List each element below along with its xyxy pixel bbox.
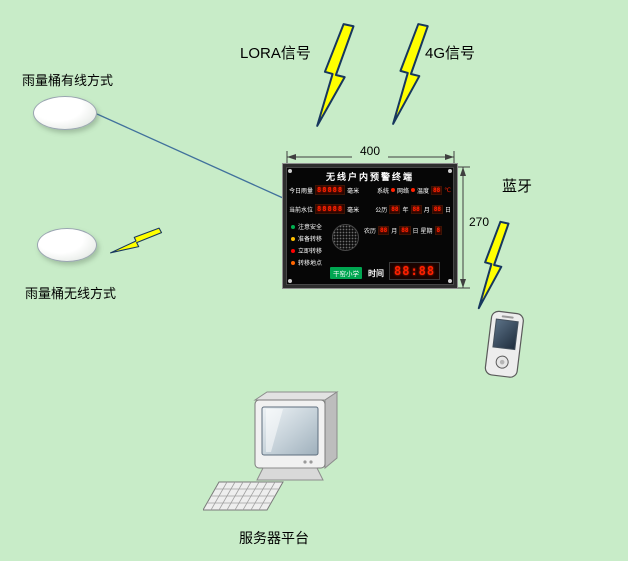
- panel-height-dimension: 270: [466, 215, 493, 229]
- year-unit: 年: [402, 207, 409, 214]
- monitor-top-face: [253, 391, 339, 401]
- panel-row-lunar: 农历 88 月 88 日 星期 8: [364, 226, 443, 235]
- warning-dot: [291, 260, 295, 265]
- warning-item: 注意安全: [291, 222, 322, 231]
- warning-item: 准备转移: [291, 234, 322, 243]
- connector-line: [96, 113, 284, 199]
- temp-unit: ℃: [444, 187, 451, 194]
- monitor-front: [254, 399, 326, 469]
- lunar-day-display: 88: [399, 226, 411, 235]
- time-label: 时间: [368, 269, 384, 278]
- warning-list: 注意安全 准备转移 立即转移 转移地点: [291, 222, 322, 267]
- g4-signal-label: 4G信号: [425, 45, 476, 62]
- screw-icon: [448, 279, 452, 283]
- lunar-month-display: 88: [378, 226, 390, 235]
- water-unit: 毫米: [347, 207, 360, 214]
- rain-bucket-wired-shape: [33, 96, 97, 130]
- lora-lightning-icon: [315, 22, 359, 128]
- server-computer-icon: [203, 391, 339, 511]
- lunar-day-unit: 日: [412, 229, 419, 235]
- monitor-base: [256, 467, 324, 481]
- temp-display: 88: [431, 185, 443, 195]
- system-status-dot: [390, 188, 395, 192]
- warning-label: 准备转移: [298, 237, 323, 243]
- warning-terminal-panel: 无线户内预警终端 今日雨量 88888 毫米 系统 网络 温度 88 ℃ 当前水…: [283, 164, 457, 288]
- rain-bucket-wireless-shape: [37, 228, 97, 262]
- warning-dot: [291, 224, 295, 229]
- system-label: 系统: [376, 188, 389, 195]
- week-label: 星期: [420, 229, 433, 235]
- panel-row-water: 当前水位 88888 毫米 公历 88 年 88 月 88 日: [289, 204, 451, 214]
- warning-label: 注意安全: [298, 225, 323, 231]
- rain-bucket-wired-label: 雨量桶有线方式: [22, 73, 114, 88]
- wireless-lightning-wrap: [109, 217, 165, 270]
- day-unit: 日: [444, 207, 451, 214]
- screw-icon: [288, 279, 292, 283]
- bluetooth-lightning-icon: [477, 220, 513, 310]
- g4-lightning-icon: [391, 22, 433, 126]
- temp-label: 温度: [417, 188, 430, 195]
- screw-icon: [288, 169, 292, 173]
- month-display: 88: [410, 204, 422, 214]
- warning-dot: [291, 248, 295, 253]
- panel-title: 无线户内预警终端: [325, 172, 414, 182]
- panel-width-dimension: 400: [352, 144, 388, 158]
- school-name-badge: 干窑小学: [330, 267, 362, 279]
- solar-calendar-label: 公历: [375, 207, 388, 214]
- rain-bucket-wireless-label: 雨量桶无线方式: [25, 286, 117, 301]
- water-label: 当前水位: [289, 207, 314, 214]
- wireless-lightning-icon: [109, 217, 165, 270]
- network-label: 网络: [396, 188, 409, 195]
- screw-icon: [448, 169, 452, 173]
- lora-signal-label: LORA信号: [240, 45, 311, 62]
- speaker-icon: [332, 224, 359, 251]
- month-unit: 月: [423, 207, 430, 214]
- clock-display: 88:88: [389, 262, 441, 280]
- water-display: 88888: [315, 204, 346, 214]
- rain-label: 今日雨量: [289, 188, 314, 195]
- lunar-month-unit: 月: [391, 229, 398, 235]
- rain-unit: 毫米: [347, 188, 360, 195]
- year-display: 88: [389, 204, 401, 214]
- network-status-dot: [411, 188, 415, 192]
- monitor-screen: [261, 406, 319, 456]
- warning-label: 立即转移: [298, 249, 323, 255]
- keyboard: [203, 481, 284, 511]
- lunar-label: 农历: [364, 229, 377, 235]
- warning-label: 转移地点: [298, 261, 323, 267]
- mobile-phone-icon: [484, 310, 524, 378]
- monitor-side-face: [324, 391, 338, 470]
- warning-item: 立即转移: [291, 246, 322, 255]
- warning-dot: [291, 236, 295, 241]
- week-display: 8: [434, 226, 443, 235]
- bluetooth-label: 蓝牙: [502, 178, 533, 195]
- server-platform-label: 服务器平台: [239, 530, 309, 546]
- warning-item: 转移地点: [291, 258, 322, 267]
- rain-display: 88888: [315, 185, 346, 195]
- day-display: 88: [431, 204, 443, 214]
- panel-row-rainfall: 今日雨量 88888 毫米 系统 网络 温度 88 ℃: [289, 185, 451, 195]
